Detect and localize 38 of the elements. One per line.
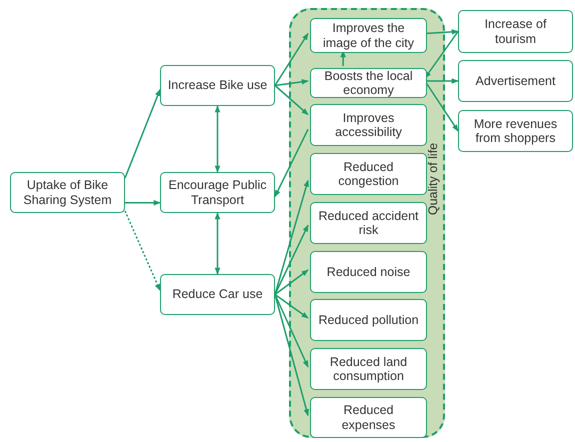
arrow bbox=[340, 50, 346, 66]
process-box: Reduced pollution bbox=[310, 299, 427, 341]
arrow bbox=[274, 294, 310, 416]
process-box: Uptake of Bike Sharing System bbox=[10, 172, 125, 213]
arrow bbox=[125, 200, 161, 206]
process-box: More revenues from shoppers bbox=[458, 110, 573, 152]
arrow bbox=[274, 128, 309, 198]
group-label: Quality of life bbox=[425, 142, 441, 218]
dashed-group-band bbox=[289, 8, 445, 438]
process-box: Reduced congestion bbox=[310, 153, 427, 195]
arrow bbox=[274, 180, 309, 295]
arrow bbox=[425, 78, 459, 84]
arrow bbox=[214, 105, 220, 173]
arrow bbox=[274, 84, 309, 116]
arrow bbox=[274, 32, 309, 86]
arrow bbox=[274, 79, 309, 86]
arrow bbox=[274, 294, 309, 368]
arrow bbox=[274, 269, 309, 296]
arrow bbox=[214, 212, 220, 275]
process-box: Reduced expenses bbox=[310, 397, 427, 438]
process-box: Encourage Public Transport bbox=[160, 172, 275, 213]
process-box: Advertisement bbox=[458, 60, 573, 102]
arrow bbox=[124, 210, 161, 292]
arrow bbox=[424, 31, 459, 79]
process-box: Reduced noise bbox=[310, 251, 427, 293]
process-box: Boosts the local economy bbox=[310, 68, 427, 98]
arrow bbox=[274, 224, 309, 295]
process-box: Reduce Car use bbox=[160, 274, 275, 315]
process-box: Improves the image of the city bbox=[310, 18, 427, 53]
process-box: Reduced accident risk bbox=[310, 202, 427, 244]
process-box: Improves accessibility bbox=[310, 104, 427, 146]
process-box: Reduced land consumption bbox=[310, 348, 427, 390]
process-box: Increase of tourism bbox=[458, 10, 573, 53]
process-box: Increase Bike use bbox=[160, 65, 275, 106]
arrow bbox=[274, 294, 309, 319]
arrow bbox=[424, 29, 459, 35]
arrow bbox=[124, 88, 161, 178]
arrow bbox=[424, 80, 459, 132]
